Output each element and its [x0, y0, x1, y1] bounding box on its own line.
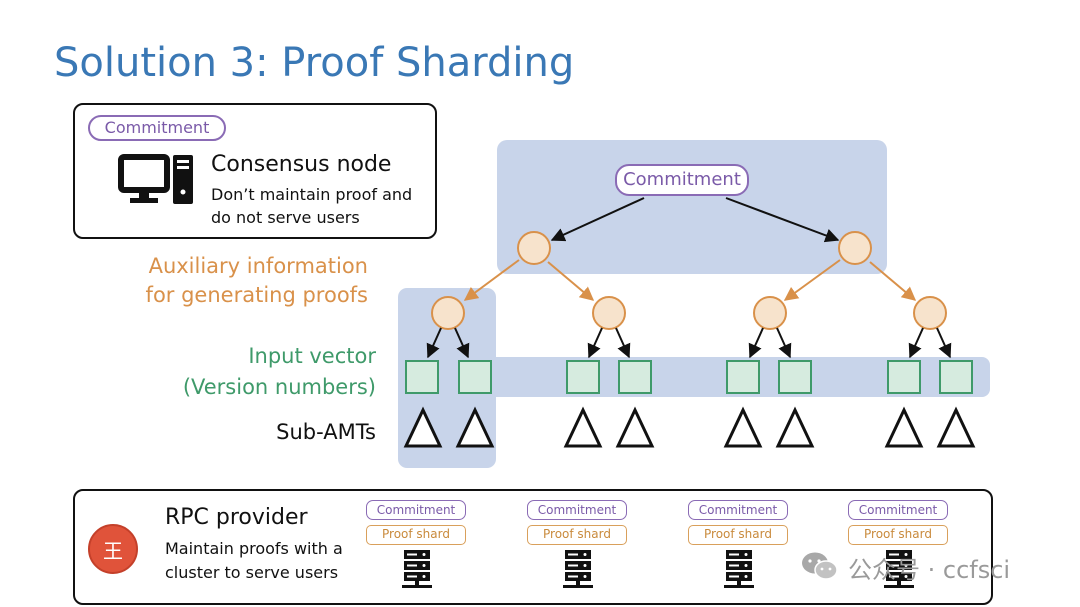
rpc-logo-icon	[88, 524, 138, 574]
input-vector-label: Input vector (Version numbers)	[183, 341, 376, 403]
root-commitment-pill: Commitment	[615, 164, 749, 196]
aux-node-level1-left	[517, 231, 551, 265]
aux-node-level1-right	[838, 231, 872, 265]
sub-amt-triangle	[936, 406, 976, 448]
rpc-provider-desc-2: cluster to serve users	[165, 563, 339, 582]
root-edge-left	[550, 197, 645, 242]
proof-shard: Proof shard	[527, 525, 627, 545]
auxiliary-info-line1: Auxiliary information	[148, 254, 368, 278]
server-icon	[724, 550, 754, 588]
server-icon	[563, 550, 593, 588]
aux-edge-2	[547, 261, 595, 301]
server-icon	[402, 550, 432, 588]
aux-edge-4	[869, 261, 917, 301]
aux-edge-1	[463, 259, 520, 301]
proof-shard: Proof shard	[848, 525, 948, 545]
proof-shard: Proof shard	[366, 525, 466, 545]
proof-shard: Proof shard	[688, 525, 788, 545]
sub-amt-triangle	[884, 406, 924, 448]
sub-amts-label: Sub-AMTs	[276, 420, 376, 444]
server-icon	[884, 550, 914, 588]
input-vector-cell	[778, 360, 812, 394]
slide-title: Solution 3: Proof Sharding	[54, 40, 575, 86]
aux-edge-3	[783, 259, 841, 301]
shard-column: Commitment Proof shard	[848, 500, 958, 595]
rpc-provider-title: RPC provider	[165, 505, 308, 530]
auxiliary-info-line2: for generating proofs	[145, 283, 368, 307]
computer-icon	[118, 154, 193, 204]
input-vector-cell	[405, 360, 439, 394]
watermark-text: 公众号 · ccfsci	[848, 556, 1011, 584]
input-vector-line2: (Version numbers)	[182, 375, 376, 399]
sub-amt-triangle	[563, 406, 603, 448]
aux-node-level2-1	[431, 296, 465, 330]
shard-column: Commitment Proof shard	[366, 500, 476, 595]
rpc-provider-desc-1: Maintain proofs with a	[165, 539, 343, 558]
input-vector-cell	[726, 360, 760, 394]
top-highlight-region	[497, 140, 887, 274]
shard-commitment: Commitment	[366, 500, 466, 520]
auxiliary-info-label: Auxiliary information for generating pro…	[146, 252, 368, 310]
input-vector-cell	[566, 360, 600, 394]
input-vector-line1: Input vector	[248, 344, 376, 368]
wechat-icon	[802, 552, 838, 580]
aux-node-level2-2	[592, 296, 626, 330]
input-vector-cell	[939, 360, 973, 394]
consensus-node-box: Commitment Consensus node Don’t maintain…	[73, 103, 437, 239]
input-vector-bar	[398, 357, 990, 397]
rpc-logo-glyph: 王	[103, 539, 123, 563]
rpc-provider-box: 王 RPC provider Maintain proofs with a cl…	[73, 489, 993, 605]
shard-commitment: Commitment	[688, 500, 788, 520]
leaf-edges	[426, 327, 952, 359]
consensus-node-desc-1: Don’t maintain proof and	[211, 185, 413, 204]
sub-amt-triangle	[775, 406, 815, 448]
shard-commitment: Commitment	[527, 500, 627, 520]
consensus-node-title: Consensus node	[211, 152, 392, 177]
consensus-node-desc-2: do not serve users	[211, 208, 360, 227]
root-edge-right	[725, 197, 840, 243]
shard-commitment: Commitment	[848, 500, 948, 520]
input-vector-cell	[458, 360, 492, 394]
commitment-pill: Commitment	[88, 115, 226, 141]
sub-amt-triangle	[455, 406, 495, 448]
aux-node-level2-3	[753, 296, 787, 330]
input-vector-cell	[618, 360, 652, 394]
sub-amt-triangle	[723, 406, 763, 448]
sub-amt-triangle	[615, 406, 655, 448]
input-vector-cell	[887, 360, 921, 394]
aux-node-level2-4	[913, 296, 947, 330]
shard-column: Commitment Proof shard	[527, 500, 637, 595]
shard-column: Commitment Proof shard	[688, 500, 798, 595]
sub-amt-triangle	[403, 406, 443, 448]
